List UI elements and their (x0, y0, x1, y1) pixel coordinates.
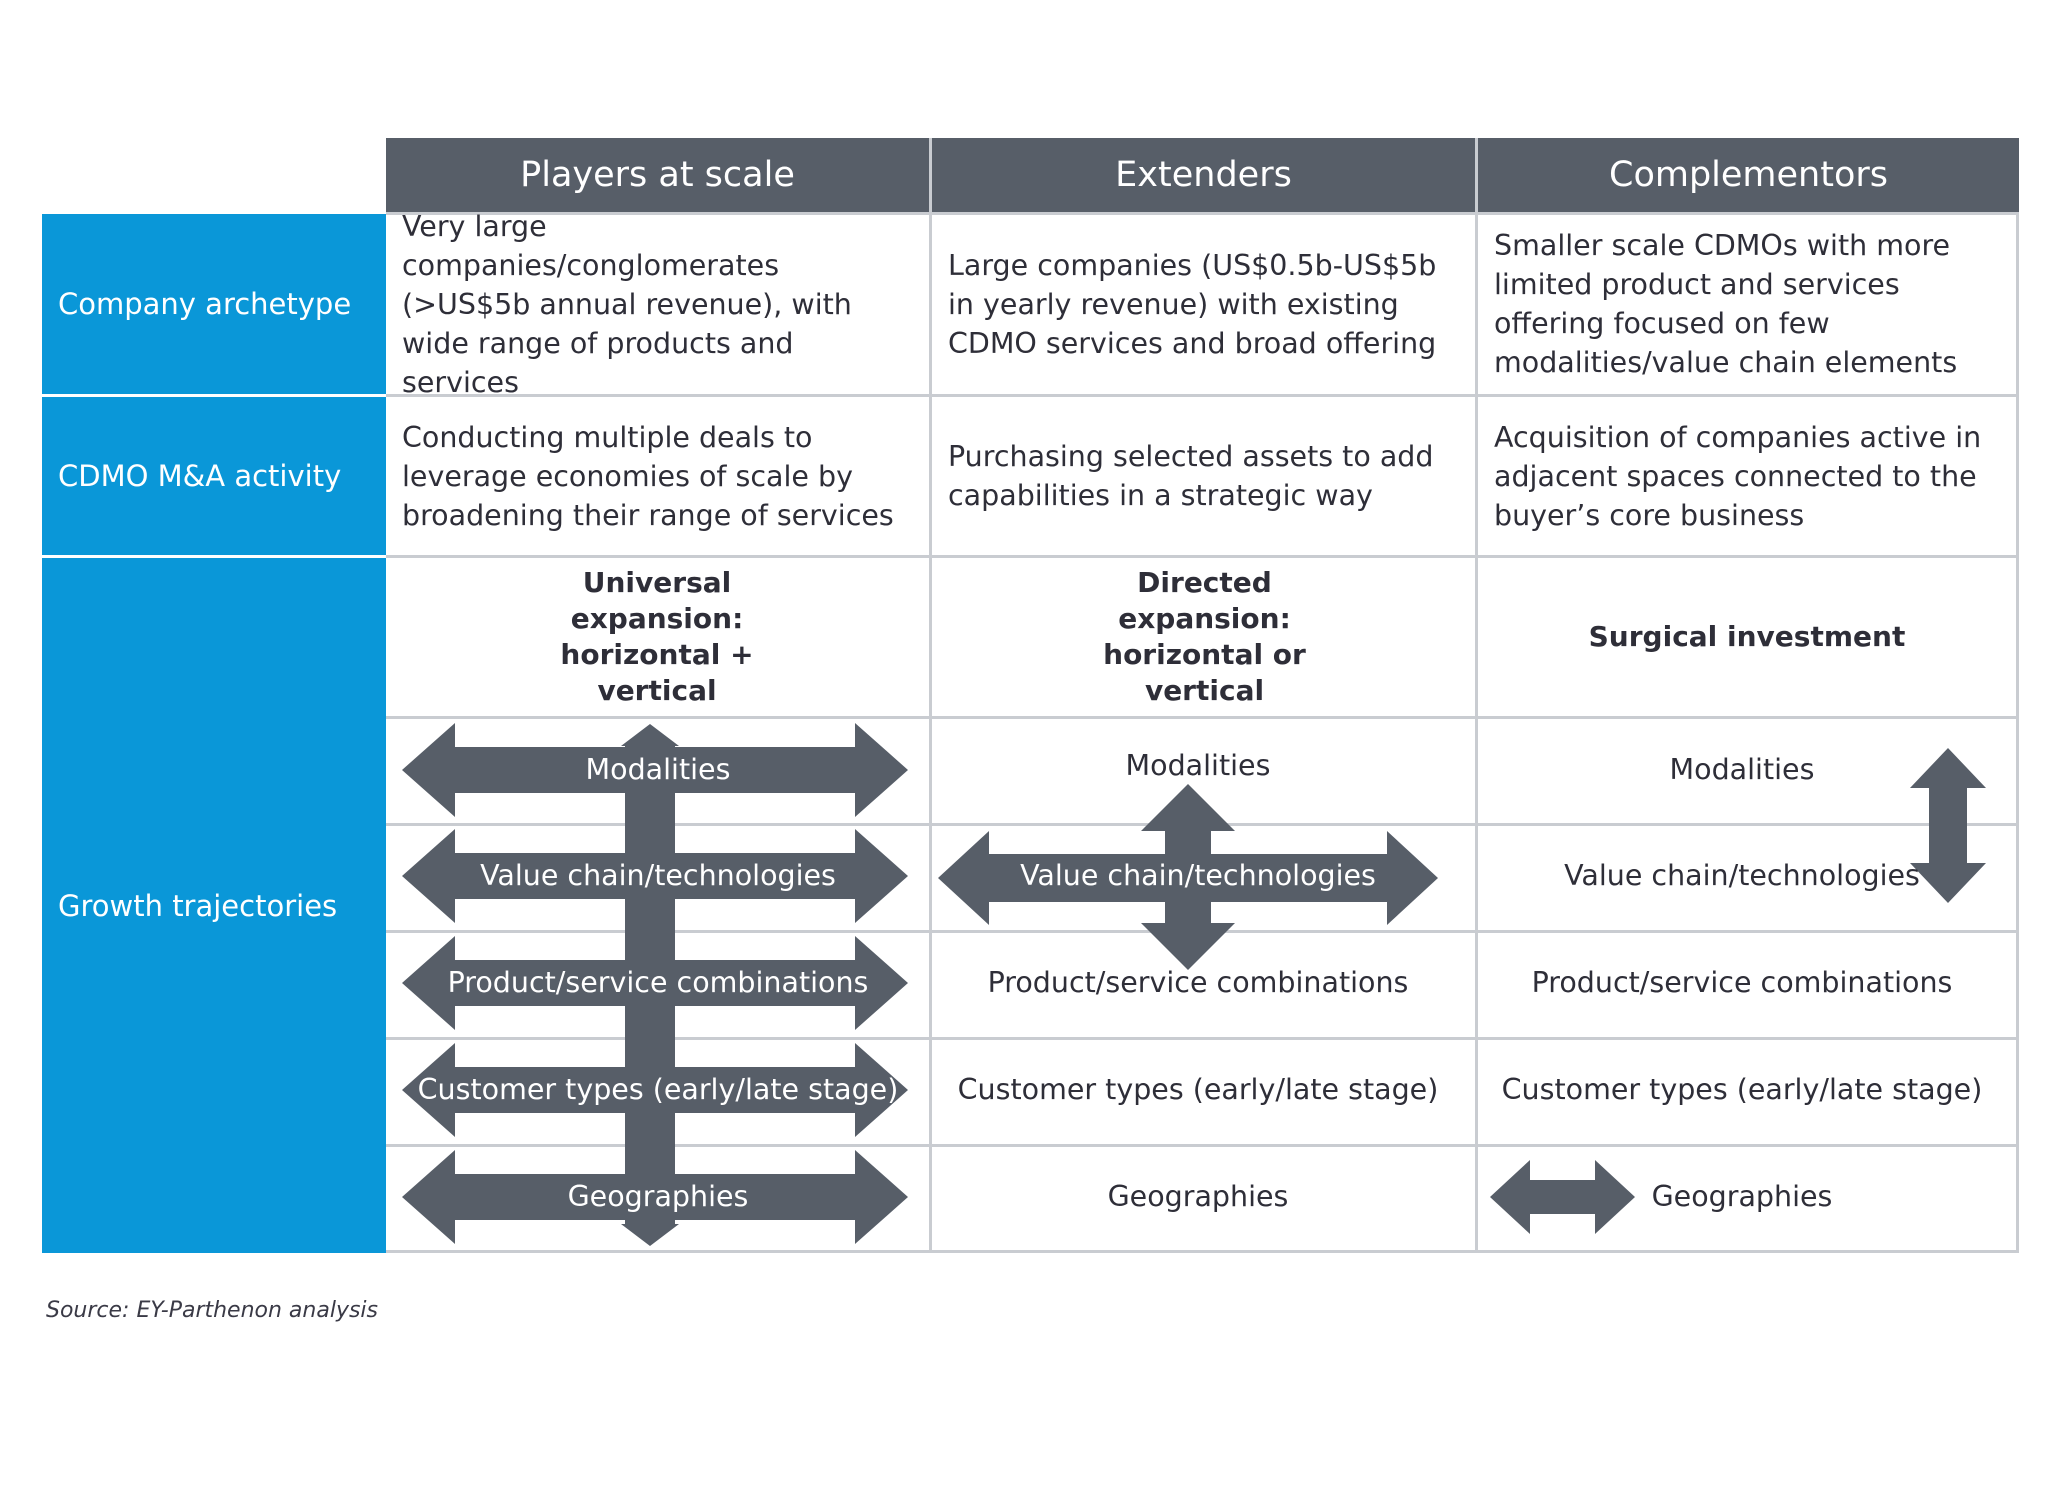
arrow-layer (402, 723, 1986, 1246)
strategy-directed-expansion: Directed expansion: horizontal or vertic… (1103, 566, 1306, 707)
extenders-dimension-product-service: Product/service combinations (987, 966, 1409, 999)
complementors-dimension-geographies: Geographies (1651, 1180, 1833, 1213)
complementors-dimension-customer-types: Customer types (early/late stage) (1501, 1073, 1983, 1106)
archetype-players-at-scale: Very large companies/conglomerates (>US$… (402, 209, 852, 399)
double-headed-horizontal-arrow-icon (1490, 1160, 1635, 1234)
complementors-dimension-value-chain: Value chain/technologies (1564, 859, 1920, 892)
double-headed-horizontal-arrow-icon (402, 936, 908, 1030)
strategy-universal-expansion: Universal expansion: horizontal + vertic… (560, 566, 754, 707)
double-headed-horizontal-arrow-icon (402, 1150, 908, 1244)
grid-line (2016, 212, 2019, 1253)
column-header-complementors: Complementors (1478, 138, 2019, 212)
archetype-complementors: Smaller scale CDMOs with more limited pr… (1494, 229, 1958, 379)
ma-activity-players-at-scale: Conducting multiple deals to leverage ec… (402, 420, 894, 532)
double-headed-horizontal-arrow-icon (402, 1043, 908, 1137)
complementors-dimension-product-service: Product/service combinations (1531, 966, 1953, 999)
ma-activity-complementors: Acquisition of companies active in adjac… (1494, 420, 1982, 532)
row-label-ma-activity: CDMO M&A activity (42, 397, 386, 555)
row-label-growth-trajectories: Growth trajectories (42, 558, 386, 1253)
growth-trajectories-table: Players at scale Extenders Complementors… (42, 138, 2019, 1253)
source-note: Source: EY-Parthenon analysis (46, 1298, 379, 1323)
archetype-extenders: Large companies (US$0.5b-US$5b in yearly… (948, 248, 1437, 360)
extenders-dimension-customer-types: Customer types (early/late stage) (957, 1073, 1439, 1106)
grid-line (386, 1250, 2019, 1253)
grid-line (929, 138, 932, 1253)
players-dimension-modalities: Modalities (585, 753, 731, 786)
ma-activity-extenders: Purchasing selected assets to add capabi… (948, 440, 1434, 512)
grid-line (386, 716, 2019, 719)
players-dimension-geographies: Geographies (567, 1180, 749, 1213)
grid-line (386, 1144, 2019, 1147)
grid-line (386, 1037, 2019, 1040)
double-headed-horizontal-arrow-icon (402, 723, 908, 817)
double-headed-horizontal-arrow-icon (402, 829, 908, 923)
grid-line (386, 212, 2019, 215)
column-header-players-at-scale: Players at scale (386, 138, 929, 212)
players-dimension-value-chain: Value chain/technologies (480, 859, 836, 892)
extenders-dimension-geographies: Geographies (1107, 1180, 1289, 1213)
grid-line (1475, 138, 1478, 1253)
players-dimension-customer-types: Customer types (early/late stage) (417, 1073, 899, 1106)
complementors-dimension-modalities: Modalities (1669, 753, 1815, 786)
grid-line (386, 555, 2019, 558)
row-label-company-archetype: Company archetype (42, 214, 386, 394)
column-header-extenders: Extenders (932, 138, 1475, 212)
players-dimension-product-service: Product/service combinations (447, 966, 869, 999)
double-headed-vertical-arrow-icon (1910, 748, 1986, 903)
double-headed-horizontal-arrow-icon (938, 831, 1438, 925)
extenders-dimension-modalities: Modalities (1125, 749, 1271, 782)
strategy-surgical-investment: Surgical investment (1588, 620, 1906, 653)
grid-line (386, 394, 2019, 397)
extenders-dimension-value-chain: Value chain/technologies (1020, 859, 1376, 892)
